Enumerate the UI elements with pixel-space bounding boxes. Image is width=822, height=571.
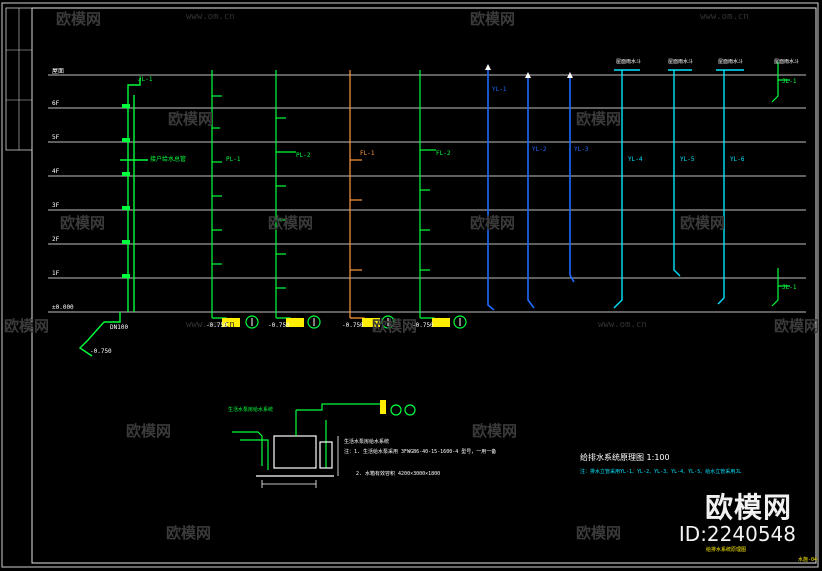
site-logo: 欧模网 xyxy=(704,491,792,524)
pipe-label-fl1: FL-1 xyxy=(360,150,375,157)
roof-note: 屋面雨水斗 xyxy=(774,59,800,65)
pump-outlet-2 xyxy=(404,404,416,416)
cyan-riser-3 xyxy=(717,70,725,305)
floor-lines xyxy=(48,74,806,313)
elevation-outlet-4: -0.750 xyxy=(412,322,434,329)
drawing-scale: 1:100 xyxy=(646,453,670,462)
watermark-logo-text: 欧模网 xyxy=(60,214,106,232)
watermark-logo-text: 欧模网 xyxy=(166,524,212,542)
watermark-logo-text: 欧模网 xyxy=(470,10,516,28)
drawing-note: 注：排水立管采用YL-1、YL-2、YL-3、YL-4、YL-5、给水立管采用J… xyxy=(580,469,742,475)
level-label-1: 1F xyxy=(52,270,60,277)
supply-branch-note: 接户给水总管 xyxy=(150,156,187,163)
watermark-logo-text: 欧模网 xyxy=(372,317,418,335)
pipe-label-yl5: YL-5 xyxy=(680,156,695,163)
pipe-label-pl2: PL-2 xyxy=(296,152,311,159)
level-label-ground: ±0.000 xyxy=(52,304,74,311)
roof-note: 屋面雨水斗 xyxy=(668,59,694,65)
pipe-label-yl3: YL-3 xyxy=(574,146,589,153)
level-label-2: 2F xyxy=(52,236,60,243)
rain-caps xyxy=(485,64,573,78)
level-label-3: 3F xyxy=(52,202,60,209)
cyan-riser-2 xyxy=(673,70,681,277)
cyan-risers xyxy=(613,69,744,309)
roof-note: 屋面雨水斗 xyxy=(718,59,744,65)
watermark-url: www.om.cn xyxy=(700,12,749,22)
watermark-url: www.om.cn xyxy=(598,320,647,330)
pipe-label-pl1: PL-1 xyxy=(226,156,241,163)
cyan-riser-1 xyxy=(613,70,623,309)
pump-outlet-1 xyxy=(390,404,402,416)
watermark-logo-text: 欧模网 xyxy=(56,10,102,28)
pump-room-title: 生活水泵房给水系统 xyxy=(228,407,274,413)
pipe-size-inlet: DN100 xyxy=(110,324,129,331)
level-label-5: 5F xyxy=(52,134,60,141)
well-2 xyxy=(286,318,304,327)
elevation-outlet-2: -0.750 xyxy=(268,322,290,329)
drawing-title-text: 给排水系统原理图 xyxy=(580,453,644,462)
level-label-4: 4F xyxy=(52,168,60,175)
rain-riser-2 xyxy=(527,78,535,309)
pipe-label-jl1: JL-1 xyxy=(138,76,153,83)
level-label-6: 6F xyxy=(52,100,60,107)
sheet-code: 水施-04 xyxy=(798,557,818,563)
drain-riser-1 xyxy=(211,70,233,323)
supply-fittings xyxy=(122,104,130,278)
pump-room-note-heading: 生活水泵房给水系统 xyxy=(344,439,390,445)
pump-room-detail xyxy=(232,403,386,477)
elevation-outlet-3: -0.750 xyxy=(342,322,364,329)
elevation-inlet: -0.750 xyxy=(90,348,112,355)
bottom-caption: 给排水系统原理图 xyxy=(706,547,747,553)
watermark-logo-text: 欧模网 xyxy=(774,317,820,335)
rain-risers-blue xyxy=(487,70,575,311)
rain-riser-3 xyxy=(569,78,575,283)
watermark-logo-text: 欧模网 xyxy=(576,524,622,542)
supply-riser-main xyxy=(78,78,148,357)
level-label-roof: 屋面 xyxy=(52,68,65,75)
pipe-label-yl2: YL-2 xyxy=(532,146,547,153)
watermark-url: www.om.cn xyxy=(186,320,235,330)
pipe-label-fl2: FL-2 xyxy=(436,150,451,157)
outlet-marks xyxy=(251,318,461,326)
pipe-label-yl1: YL-1 xyxy=(492,86,507,93)
pipe-label-jl-top: JL-1 xyxy=(782,78,797,85)
watermark-logo-text: 欧模网 xyxy=(4,317,50,335)
site-id: ID:2240548 xyxy=(678,522,796,546)
pipe-label-yl6: YL-6 xyxy=(730,156,745,163)
pipe-label-jl-bottom: JL-1 xyxy=(782,284,797,291)
watermark-logo-text: 欧模网 xyxy=(680,214,726,232)
pump-valve xyxy=(380,400,386,414)
pump-room-note-1: 注：1. 生活给水泵采用 3FWGB6-40-15-1600-4 型号，一用一备 xyxy=(344,449,497,455)
inner-frame xyxy=(31,7,817,564)
right-risers xyxy=(771,62,790,307)
pump-room-note-2: 2. 水箱有效容积 4200×3000×1800 xyxy=(356,471,441,477)
watermark-url: www.om.cn xyxy=(186,12,235,22)
watermark-logo-text: 欧模网 xyxy=(576,110,622,128)
well-1 xyxy=(222,318,240,327)
rain-riser-1 xyxy=(487,70,495,311)
watermark-logo-text: 欧模网 xyxy=(472,422,518,440)
roof-note: 屋面雨水斗 xyxy=(616,59,642,65)
drawing-title: 给排水系统原理图 1:100 xyxy=(580,452,670,463)
inspection-wells xyxy=(222,318,450,327)
pipe-label-yl4: YL-4 xyxy=(628,156,643,163)
watermark-logo-text: 欧模网 xyxy=(470,214,516,232)
watermark-logo-text: 欧模网 xyxy=(168,110,214,128)
well-3 xyxy=(362,318,380,327)
elevation-outlet-1: -0.750 xyxy=(206,322,228,329)
watermark-logo-text: 欧模网 xyxy=(268,214,314,232)
well-4 xyxy=(432,318,450,327)
watermark-logo-text: 欧模网 xyxy=(126,422,172,440)
pump-room-dims xyxy=(261,436,339,488)
